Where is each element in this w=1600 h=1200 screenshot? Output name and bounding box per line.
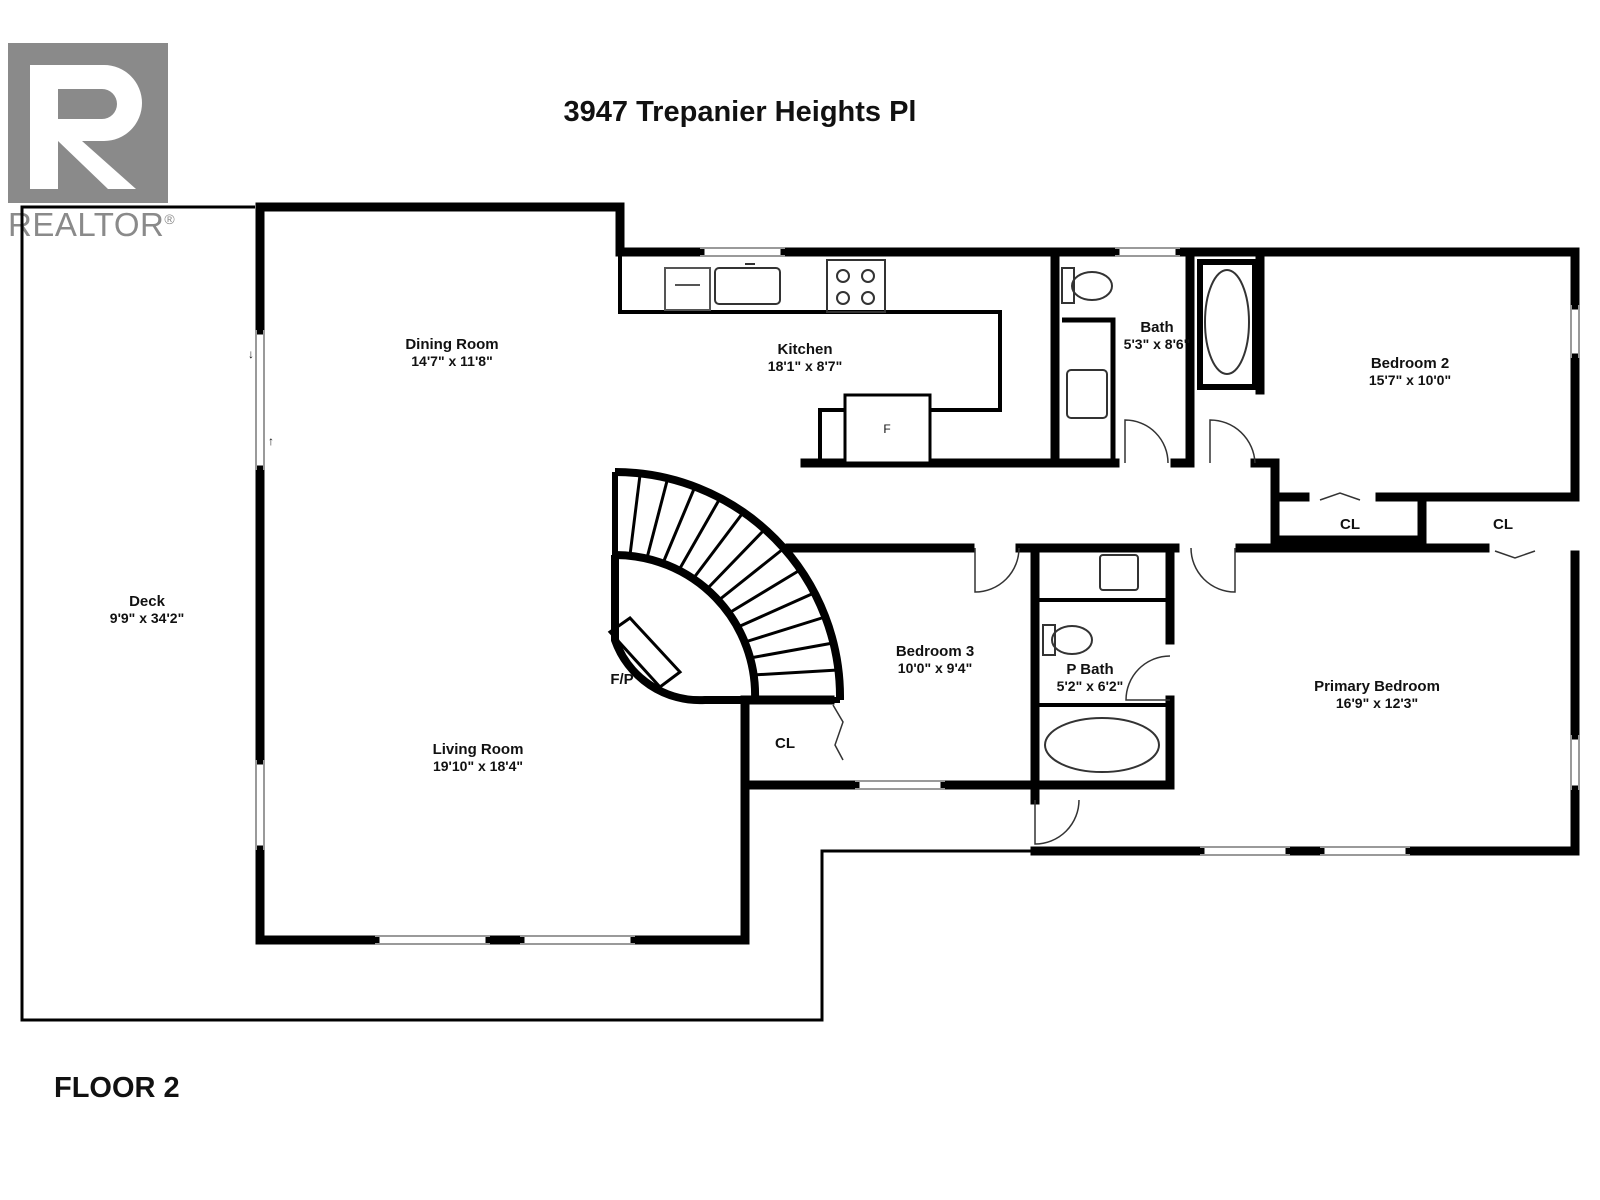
sink-icon [714, 263, 781, 305]
door-cl1-bifold [1319, 492, 1361, 501]
room-name-pbath: P Bath [1066, 661, 1113, 678]
bath-sink-icon [1066, 369, 1108, 419]
room-name-primary: Primary Bedroom [1314, 678, 1440, 695]
room-name-kitchen: Kitchen [777, 341, 832, 358]
bathtub-icon [1204, 269, 1250, 375]
curved-staircase [611, 468, 845, 705]
room-dims-living: 19'10" x 18'4" [433, 758, 523, 774]
toilet-tank [1061, 267, 1075, 304]
room-dims-primary: 16'9" x 12'3" [1336, 695, 1418, 711]
room-dims-bedroom3: 10'0" x 9'4" [898, 660, 972, 676]
room-dims-bath: 5'3" x 8'6" [1124, 336, 1191, 352]
closet-label-2: CL [1493, 516, 1513, 533]
room-dims-pbath: 5'2" x 6'2" [1057, 678, 1124, 694]
door-cl2-bifold [1494, 550, 1536, 559]
floor-label: FLOOR 2 [54, 1072, 180, 1104]
door-primary-hall [1034, 799, 1080, 845]
room-name-bedroom2: Bedroom 2 [1371, 355, 1449, 372]
door-pbath [1125, 655, 1171, 701]
pbath-toilet-icon [1051, 625, 1093, 655]
room-dims-dining: 14'7" x 11'8" [411, 353, 492, 369]
doors [832, 419, 1536, 845]
pbath-sink-icon [1099, 554, 1139, 591]
door-bed2 [1209, 419, 1256, 464]
slider-arrow-down: ↓ [248, 347, 254, 361]
door-bath [1124, 419, 1169, 464]
closet-label-3: CL [775, 735, 795, 752]
room-dims-kitchen: 18'1" x 8'7" [768, 358, 842, 374]
fridge-label: F [883, 422, 890, 436]
pbath-bathtub-icon [1044, 717, 1160, 773]
door-primary [1190, 547, 1236, 593]
toilet-icon [1071, 271, 1113, 301]
wall-dining-top [255, 202, 705, 257]
fireplace-label: F/P [610, 671, 633, 688]
pbath-toilet-tank [1042, 624, 1056, 656]
stove-icon [826, 259, 886, 313]
door-cl3-bifold [832, 704, 844, 761]
deck-outline [20, 205, 1035, 1022]
room-name-deck: Deck [129, 593, 166, 610]
kitchen-counter [618, 252, 1002, 465]
room-name-bath: Bath [1140, 319, 1173, 336]
tub-frame [1197, 259, 1258, 390]
closet-label-1: CL [1340, 516, 1360, 533]
fireplace-icon [607, 616, 683, 690]
realtor-wordmark: REALTOR® [8, 206, 176, 243]
room-name-living: Living Room [433, 741, 524, 758]
room-dims-bedroom2: 15'7" x 10'0" [1369, 372, 1451, 388]
property-address-title: 3947 Trepanier Heights Pl [563, 96, 917, 128]
windows [255, 247, 1580, 945]
door-bed3 [974, 547, 1020, 593]
stair-treads [628, 474, 839, 677]
room-name-dining: Dining Room [405, 336, 498, 353]
wall-living-bottom-3 [630, 695, 750, 945]
fridge [843, 393, 932, 465]
room-dims-deck: 9'9" x 34'2" [110, 610, 184, 626]
slider-arrow-up: ↑ [268, 434, 274, 448]
walls [255, 202, 1580, 945]
dishwasher-icon [664, 267, 711, 311]
room-labels: Dining Room 14'7" x 11'8" Kitchen 18'1" … [110, 319, 1513, 774]
realtor-r-logo-icon [8, 43, 168, 203]
bath-fixtures [1061, 259, 1258, 463]
room-name-bedroom3: Bedroom 3 [896, 643, 974, 660]
pbath-fixtures [1035, 554, 1170, 773]
